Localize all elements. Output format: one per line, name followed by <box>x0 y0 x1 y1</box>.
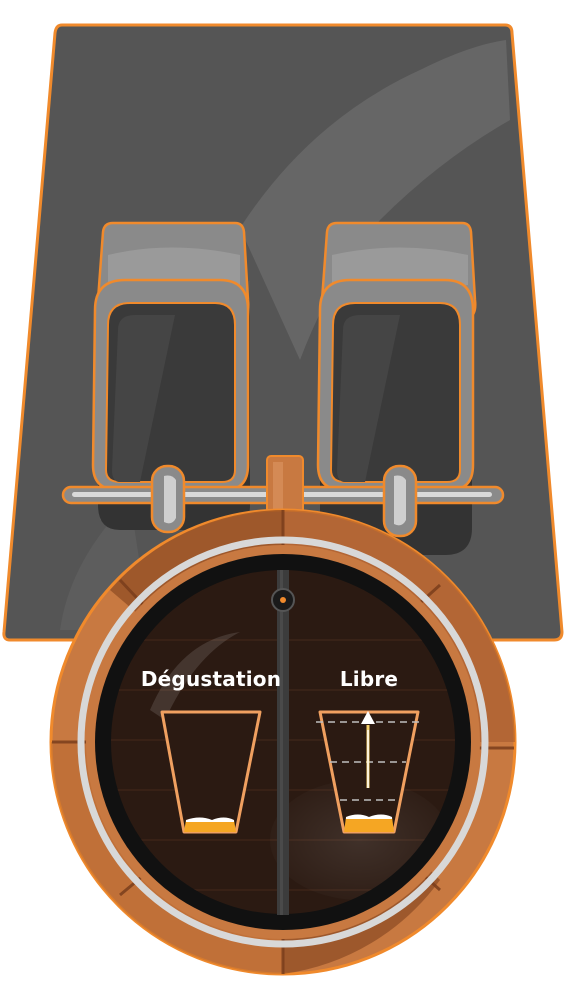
glass-degustation[interactable] <box>160 710 262 834</box>
center-indicator[interactable] <box>271 588 295 612</box>
status-dot-icon <box>280 597 286 603</box>
dial <box>49 508 517 976</box>
center-indicator-button[interactable] <box>272 589 294 611</box>
tap-handle-left[interactable] <box>150 464 186 534</box>
tap-right-button[interactable] <box>320 222 470 522</box>
beer-fill-libre <box>344 817 394 832</box>
glass-libre[interactable] <box>316 710 420 834</box>
tap-handle-right[interactable] <box>382 464 418 538</box>
beer-fill-degustation <box>184 820 236 832</box>
tap-left-button[interactable] <box>95 222 245 522</box>
foam-degustation <box>186 817 234 822</box>
mode-degustation-button[interactable] <box>120 580 280 910</box>
arrow-up-icon <box>361 711 375 788</box>
tap-left[interactable] <box>91 221 250 530</box>
mode-libre-button[interactable] <box>286 580 446 910</box>
foam-libre <box>346 814 392 819</box>
